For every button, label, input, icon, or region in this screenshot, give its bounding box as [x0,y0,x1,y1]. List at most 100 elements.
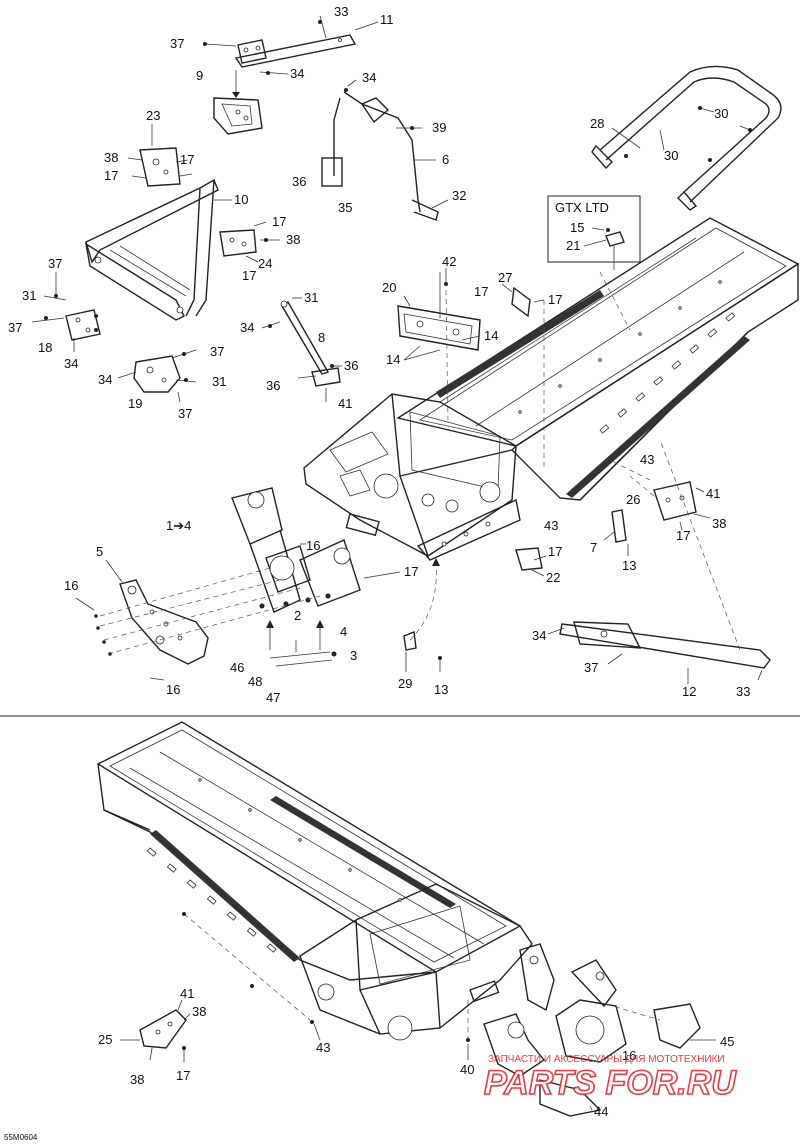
part-27-clip [444,268,545,470]
callout-4: 4 [340,624,347,639]
callout-43: 43 [640,452,654,467]
callout-37: 37 [48,256,62,271]
callout-17: 17 [242,268,256,283]
callout-18: 18 [38,340,52,355]
callout-41: 41 [706,486,720,501]
callout-2: 2 [294,608,301,623]
callout-34: 34 [362,70,376,85]
callout-38: 38 [104,150,118,165]
callout-32: 32 [452,188,466,203]
callout-6: 6 [442,152,449,167]
callout-37: 37 [178,406,192,421]
callout-44: 44 [594,1104,608,1119]
variant-label-21: 21 [566,238,580,253]
callout-43: 43 [544,518,558,533]
part-18-bracket [31,272,101,352]
callout-38: 38 [192,1004,206,1019]
part-28-handle [591,65,782,211]
part-24-bracket [219,221,280,263]
part-19-bracket [117,349,197,403]
callout-17: 17 [676,528,690,543]
callout-38: 38 [286,232,300,247]
callout-30: 30 [714,106,728,121]
callout-30: 30 [664,148,678,163]
callout-9: 9 [196,68,203,83]
callout-37: 37 [170,36,184,51]
callout-19: 19 [128,396,142,411]
part-16-mounts [231,487,401,613]
callout-17: 17 [104,168,118,183]
bottom-side-slots [146,847,277,953]
callout-33: 33 [736,684,750,699]
part-8-strut [261,297,342,402]
chassis-tunnel-bottom [96,721,533,1041]
range-note: 1➔4 [166,518,191,533]
callout-14: 14 [484,328,498,343]
part-29-clip [403,558,442,672]
callout-25: 25 [98,1032,112,1047]
callout-34: 34 [98,372,112,387]
callout-35: 35 [338,200,352,215]
callout-33: 33 [334,4,348,19]
callout-45: 45 [720,1034,734,1049]
callout-37: 37 [584,660,598,675]
part-6-rod [321,79,449,221]
callout-16: 16 [306,538,320,553]
callout-34: 34 [240,320,254,335]
callout-10: 10 [234,192,248,207]
callout-17: 17 [548,544,562,559]
top-callouts: 33 11 37 34 9 34 39 23 38 17 17 10 6 36 … [8,4,750,705]
part-10-aframe [85,124,232,321]
callout-26: 26 [626,492,640,507]
callout-41: 41 [180,986,194,1001]
callout-29: 29 [398,676,412,691]
part-26-bracket [629,475,711,531]
callout-16: 16 [64,578,78,593]
callout-17: 17 [474,284,488,299]
diagram-code: 55M0604 [4,1133,38,1142]
callout-11: 11 [380,12,394,27]
callout-41: 41 [338,396,352,411]
callout-7: 7 [590,540,597,555]
callout-22: 22 [546,570,560,585]
callout-5: 5 [96,544,103,559]
callout-34: 34 [532,628,546,643]
side-slots [599,312,736,434]
part-5-plate [75,559,321,681]
callout-48: 48 [248,674,262,689]
callout-16: 16 [622,1048,636,1063]
callout-37: 37 [8,320,22,335]
callout-28: 28 [590,116,604,131]
watermark-brand: PARTS FOR.RU [484,1064,737,1102]
part-25-bracket [120,999,191,1062]
part-7-plate [515,509,629,577]
callout-43: 43 [316,1040,330,1055]
callout-20: 20 [382,280,396,295]
variant-box-title: GTX LTD [555,200,609,215]
callout-40: 40 [460,1062,474,1077]
callout-38: 38 [712,516,726,531]
callout-14: 14 [386,352,400,367]
callout-36: 36 [292,174,306,189]
hardware-stack [266,620,337,667]
callout-31: 31 [212,374,226,389]
callout-8: 8 [318,330,325,345]
part-12-brace [547,439,771,684]
callout-31: 31 [22,288,36,303]
part-16-bottom-mount [483,943,716,1117]
callout-34: 34 [290,66,304,81]
part-9-bracket [213,97,263,135]
part-40-bolt [466,1000,470,1060]
variant-label-15: 15 [570,220,584,235]
callout-34: 34 [64,356,78,371]
callout-36: 36 [266,378,280,393]
chassis-tunnel-top [303,217,800,561]
callout-17: 17 [272,214,286,229]
callout-36: 36 [344,358,358,373]
watermark-tagline: ЗАПЧАСТИ И АКСЕССУАРЫ ДЛЯ МОТОТЕХНИКИ [488,1054,725,1065]
callout-47: 47 [266,690,280,705]
callout-31: 31 [304,290,318,305]
callout-17: 17 [176,1068,190,1083]
callout-12: 12 [682,684,696,699]
